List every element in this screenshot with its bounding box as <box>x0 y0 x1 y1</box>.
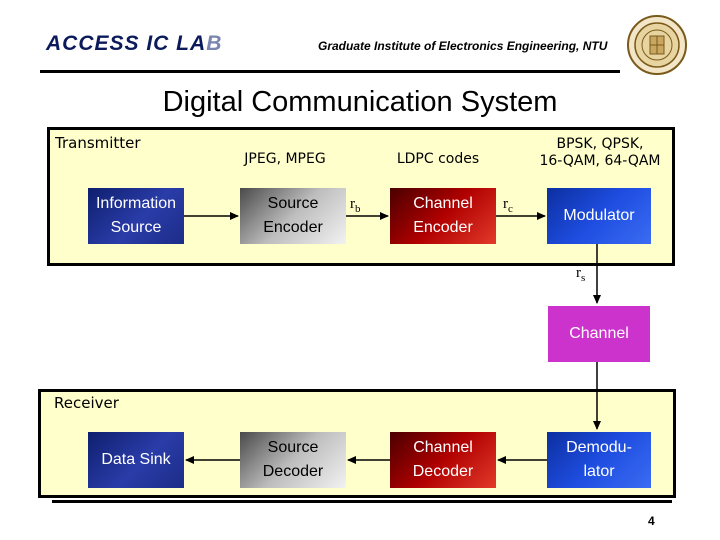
rs-symbol: r <box>576 265 581 281</box>
modulator-block: Modulator <box>547 188 651 244</box>
data-sink-block: Data Sink <box>88 432 184 488</box>
rb-subscript: b <box>355 203 361 215</box>
rc-symbol: r <box>503 196 508 212</box>
demodulator-block: Demodu- lator <box>547 432 651 488</box>
footer-divider <box>52 500 672 503</box>
rc-subscript: c <box>508 203 513 215</box>
symbol-rate-rs-label: rs <box>576 265 585 284</box>
channel-encoder-block: Channel Encoder <box>390 188 496 244</box>
information-source-block: Information Source <box>88 188 184 244</box>
transmitter-label: Transmitter <box>55 134 141 152</box>
source-standard-annotation: JPEG, MPEG <box>244 151 326 167</box>
bit-rate-rb-label: rb <box>350 196 361 215</box>
lab-title: ACCESS IC LAB <box>46 32 222 56</box>
modulation-annotation-line1: BPSK, QPSK, <box>556 136 644 152</box>
channel-decoder-block: Channel Decoder <box>390 432 496 488</box>
code-rate-rc-label: rc <box>503 196 513 215</box>
channel-code-annotation: LDPC codes <box>396 151 480 167</box>
modulation-annotation-line2: 16-QAM, 64-QAM <box>539 153 661 169</box>
channel-block: Channel <box>548 306 650 362</box>
lab-title-main: ACCESS IC LA <box>46 32 207 55</box>
university-seal-icon <box>627 15 687 75</box>
receiver-label: Receiver <box>54 394 119 412</box>
rs-subscript: s <box>581 272 586 284</box>
rb-symbol: r <box>350 196 355 212</box>
page-number: 4 <box>648 514 655 528</box>
slide-title: Digital Communication System <box>162 86 558 118</box>
modulation-annotation: BPSK, QPSK, 16-QAM, 64-QAM <box>520 136 680 170</box>
source-decoder-block: Source Decoder <box>240 432 346 488</box>
source-encoder-block: Source Encoder <box>240 188 346 244</box>
lab-title-fade: B <box>206 32 223 55</box>
institute-name: Graduate Institute of Electronics Engine… <box>318 39 608 53</box>
header-divider <box>40 70 620 73</box>
